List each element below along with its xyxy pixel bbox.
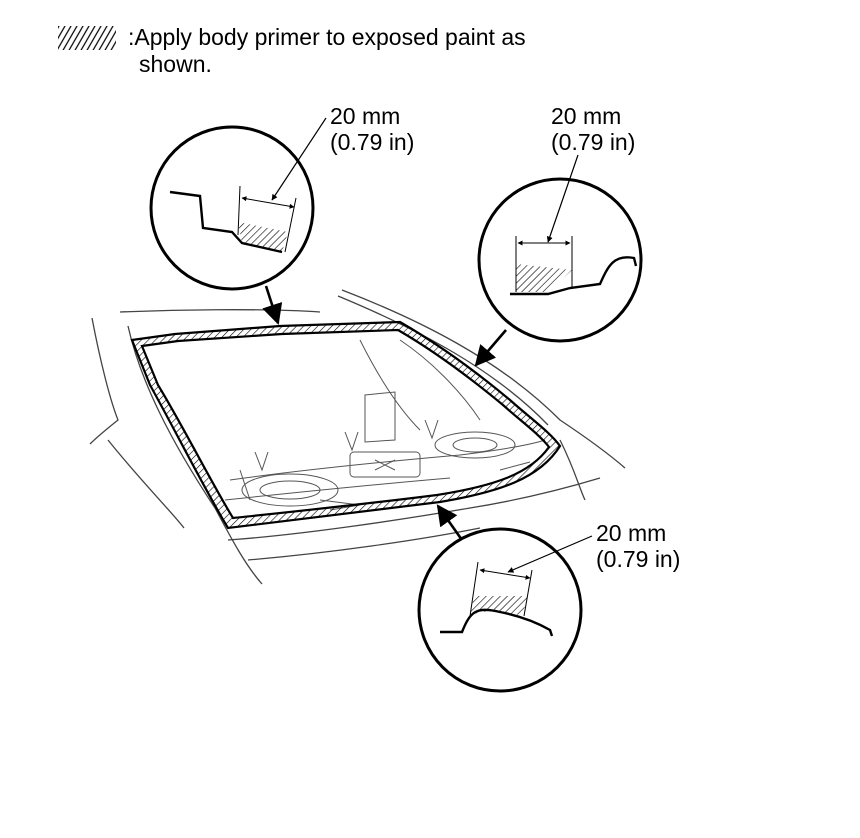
pointer-arrow-bottom <box>436 504 464 541</box>
trunk-interior <box>224 339 546 511</box>
primer-band <box>130 320 562 530</box>
callout-top-right-metric: 20 mm <box>551 103 622 129</box>
legend-line-2: shown. <box>139 51 212 77</box>
callout-top-left: 20 mm (0.79 in) <box>330 103 414 155</box>
primer-hatch-swatch-icon <box>58 26 116 50</box>
callout-top-right: 20 mm (0.79 in) <box>551 103 635 155</box>
callout-bottom: 20 mm (0.79 in) <box>596 520 680 572</box>
callout-bottom-imperial: (0.79 in) <box>596 546 681 572</box>
callout-top-left-imperial: (0.79 in) <box>330 129 415 155</box>
pointer-arrow-top-right <box>474 329 507 367</box>
detail-circle-bottom <box>417 527 593 693</box>
detail-circle-top-left <box>149 117 327 291</box>
legend-text: :Apply body primer to exposed paint as s… <box>128 24 588 78</box>
callout-bottom-metric: 20 mm <box>596 520 667 546</box>
legend-line-1: :Apply body primer to exposed paint as <box>128 24 526 50</box>
callout-top-right-imperial: (0.79 in) <box>551 129 636 155</box>
callout-top-left-metric: 20 mm <box>330 103 401 129</box>
pointer-arrow-top-left <box>262 285 283 325</box>
detail-circle-top-right <box>477 154 643 343</box>
car-body-outline <box>89 289 626 585</box>
